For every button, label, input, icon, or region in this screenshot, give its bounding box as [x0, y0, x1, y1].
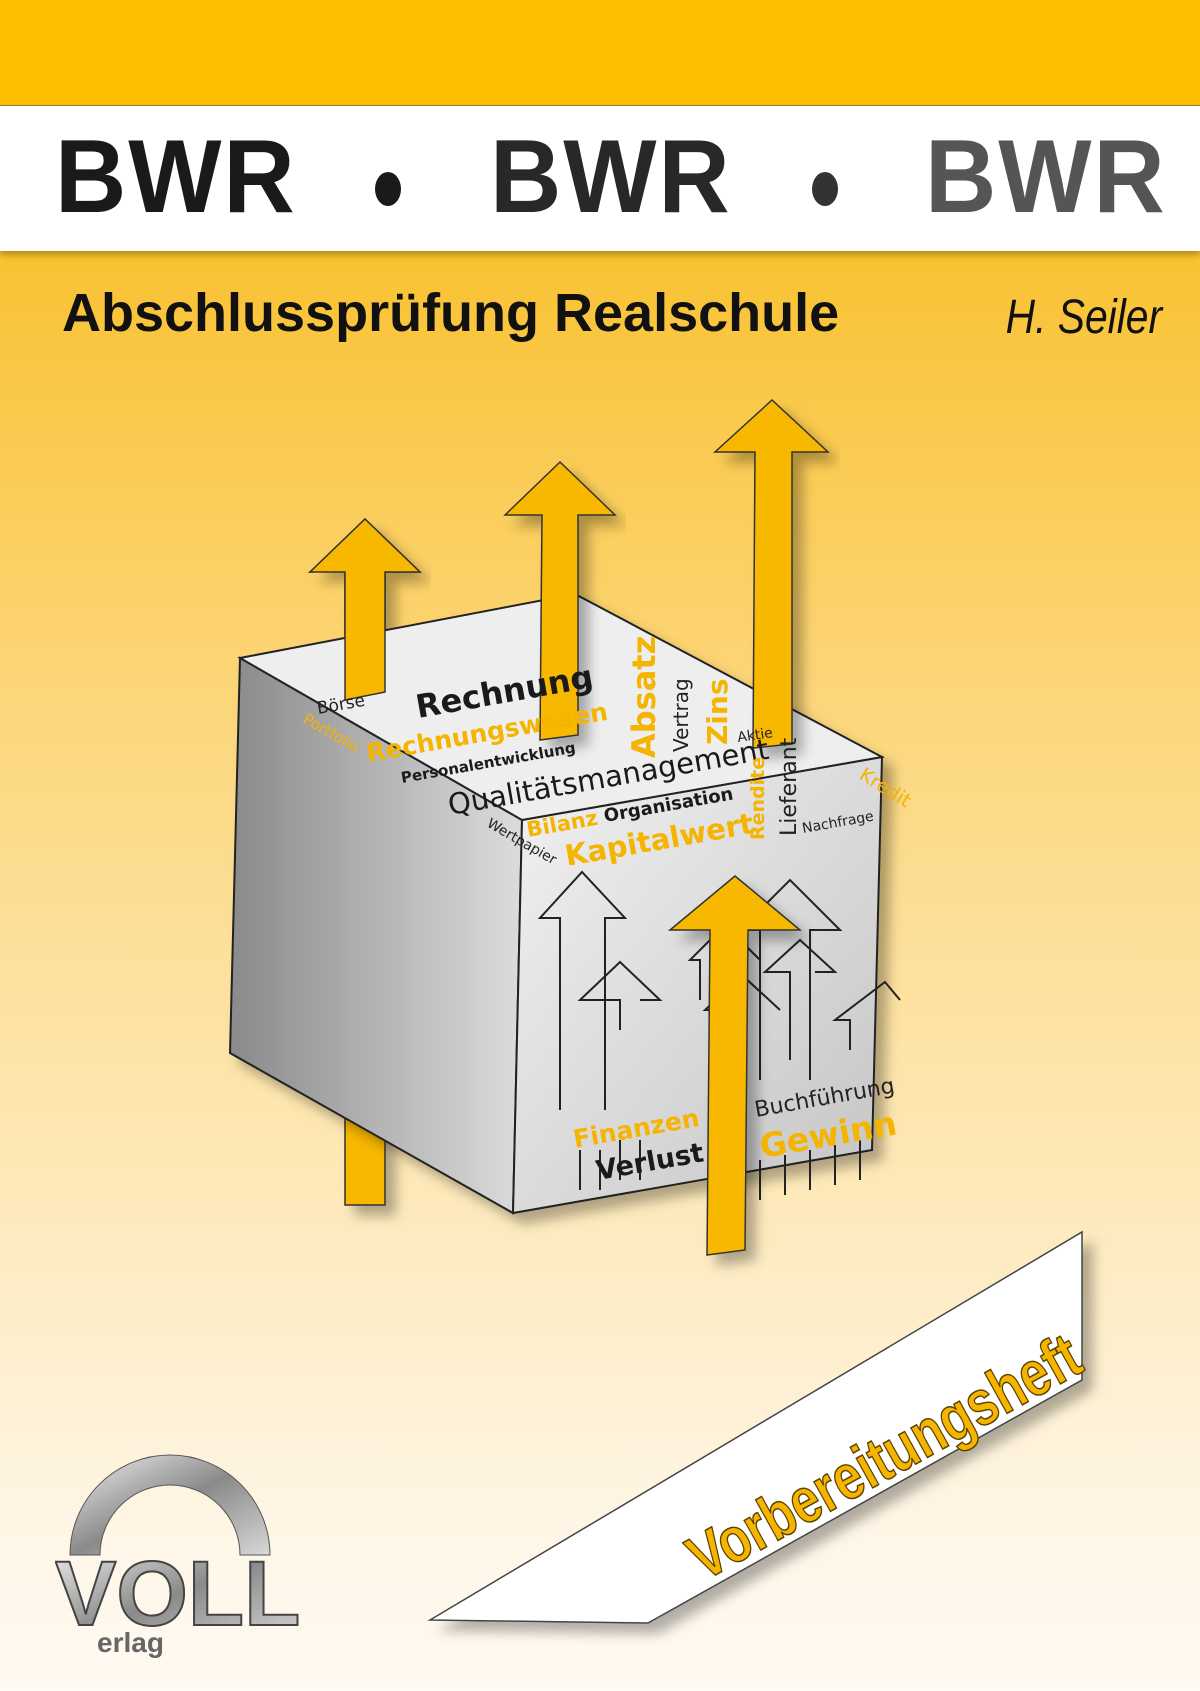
word: Zins [701, 679, 734, 746]
line-marks [579, 1140, 861, 1200]
banner-ribbon [427, 1230, 1083, 1624]
logo-text: VOLL [55, 1543, 300, 1645]
author: H. Seiler [1005, 291, 1162, 344]
top-color-bar [0, 0, 1200, 106]
subtitle: Abschlussprüfung Realschule [62, 283, 840, 343]
word: Aktie [736, 725, 774, 746]
publisher-logo: VOLL erlag [55, 1454, 301, 1658]
series-title-1: BWR [55, 119, 297, 235]
word: Vertrag [669, 678, 693, 752]
series-title-2: BWR [490, 119, 732, 235]
arrow-up-icon [713, 398, 830, 749]
separator-dot [812, 172, 838, 206]
logo-subtext: erlag [97, 1627, 164, 1658]
word: Rendite [747, 757, 769, 840]
arrow-up-icon [667, 875, 803, 1256]
word: Lieferant [777, 737, 802, 836]
separator-dot [375, 172, 401, 206]
word: Absatz [625, 636, 663, 758]
title-band [0, 106, 1200, 251]
series-title-3: BWR [925, 119, 1167, 235]
arrow-up-icon [503, 460, 617, 741]
